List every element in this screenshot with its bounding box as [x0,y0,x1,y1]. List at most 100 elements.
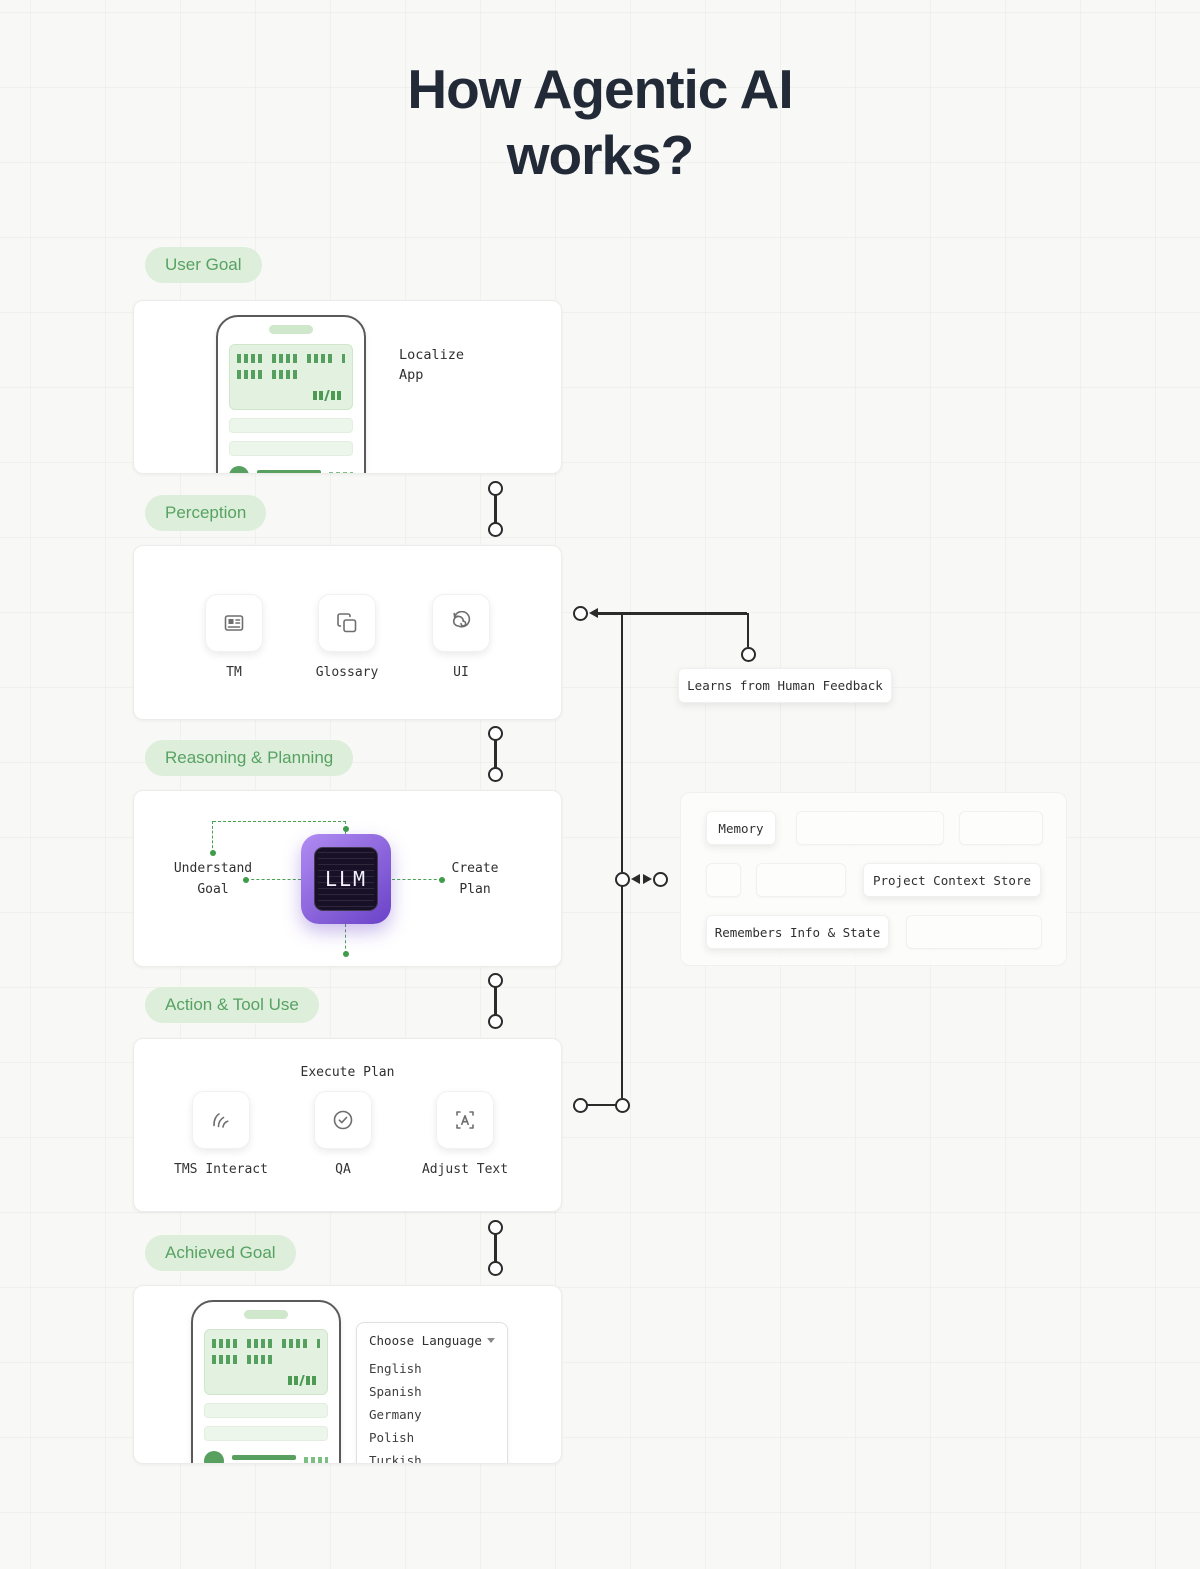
connector-dot [614,871,630,887]
tile [436,1091,494,1149]
feedback-line-vertical-lower [620,886,624,1098]
feedback-label: Learns from Human Feedback [678,668,892,703]
phone-row [229,441,353,456]
tool-label: UI [453,665,469,680]
language-option[interactable]: Germany [369,1407,422,1422]
dashed-connector [212,821,213,853]
qa-check-icon [331,1108,355,1132]
progress-meter [313,390,343,401]
user-goal-label: Localize App [399,347,465,383]
language-dropdown-header[interactable]: Choose Language [369,1333,495,1348]
language-option[interactable]: Spanish [369,1384,422,1399]
phone-row [229,418,353,433]
memory-ghost-box [796,811,944,845]
text-dashes [237,370,302,379]
card-reasoning-planning: Understand Goal LLM Create Plan [133,790,562,967]
tm-document-icon [222,611,246,635]
feedback-line-top [597,612,747,615]
tool-label: TM [226,665,242,680]
tile [192,1091,250,1149]
card-achieved-goal: Choose Language English Spanish Germany … [133,1285,562,1464]
connector-dot [573,1097,588,1113]
create-plan-label: Create Plan [451,861,499,897]
card-perception: TM Glossary [133,545,562,720]
tile [205,594,263,652]
connector-dot [652,871,668,887]
language-dropdown[interactable]: Choose Language English Spanish Germany … [356,1322,508,1464]
memory-ghost-box [706,863,741,897]
arrow-left-icon [631,873,640,884]
badge-achieved-goal: Achieved Goal [145,1235,296,1271]
connector-reasoning-action [488,973,503,1029]
page-title: How Agentic AI works? [0,56,1200,188]
connector-action-achieved [488,1220,503,1276]
avatar [204,1451,224,1463]
phone-screen [229,344,353,410]
dashed-connector [392,879,442,880]
phone-notch [244,1310,288,1319]
memory-panel: Memory Project Context Store Remembers I… [680,792,1067,966]
language-option[interactable]: Turkish [369,1453,422,1464]
memory-ghost-box [959,811,1043,845]
dash-node-dot [210,850,216,856]
perception-tool-tm: TM [174,594,294,680]
llm-label: LLM [324,867,368,891]
card-user-goal: Localize App [133,300,562,474]
connector-dot [740,646,756,662]
language-option[interactable]: Polish [369,1430,415,1445]
tool-label: TMS Interact [174,1162,268,1177]
action-tool-qa: QA [283,1091,403,1177]
text-dashes [212,1355,277,1364]
dashed-connector [246,879,301,880]
badge-reasoning-planning: Reasoning & Planning [145,740,354,776]
perception-tool-ui: UI [401,594,521,680]
phone-footer [204,1451,328,1463]
tile [318,594,376,652]
phone-notch [269,325,313,334]
feedback-line-drop [746,613,750,647]
avatar [229,466,249,473]
language-dropdown-label: Choose Language [369,1333,482,1348]
badge-perception: Perception [145,495,267,531]
dashed-connector [213,821,346,822]
llm-chip-core: LLM [314,847,378,911]
tms-interact-icon [209,1108,233,1132]
chevron-down-icon [487,1338,495,1343]
connector-user-goal-perception [488,481,503,537]
action-tool-tms-interact: TMS Interact [161,1091,281,1177]
connector-dot [573,606,588,621]
tool-label: Glossary [315,665,379,680]
tool-label: Adjust Text [421,1162,509,1177]
action-tool-adjust-text: Adjust Text [405,1091,525,1177]
tool-label: QA [335,1162,351,1177]
text-dashes [212,1339,320,1348]
phone-screen [204,1329,328,1395]
text-dashes [237,354,345,363]
memory-ghost-box [906,915,1042,949]
feedback-line-vertical-upper [620,613,624,872]
language-option[interactable]: English [369,1361,422,1376]
phone-footer [229,466,353,473]
arrow-right-icon [643,873,652,884]
adjust-text-icon [453,1108,477,1132]
connector-perception-reasoning [488,726,503,782]
progress-meter [288,1375,318,1386]
dash-node-dot [343,951,349,957]
glossary-icon [335,611,359,635]
memory-ghost-box [756,863,846,897]
ui-spiral-icon [449,611,473,635]
tile [432,594,490,652]
tile [314,1091,372,1149]
text-dashes [329,471,353,473]
memory-label: Memory [706,811,776,845]
page-title-line1: How Agentic AI [407,58,793,120]
phone-row [204,1403,328,1418]
feedback-line-bottom [586,1103,616,1107]
dash-node-dot [243,877,249,883]
project-context-store-label: Project Context Store [863,863,1041,897]
connector-dot [614,1097,630,1113]
dashed-connector [345,924,346,954]
phone-row [204,1426,328,1441]
perception-tool-glossary: Glossary [287,594,407,680]
